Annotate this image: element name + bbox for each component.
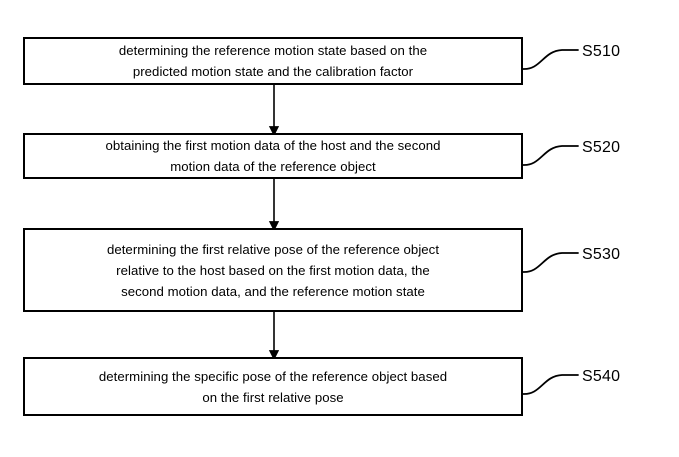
leader-line-s540: [522, 374, 579, 395]
step-label-s540: S540: [582, 368, 621, 385]
leader-line-s510: [522, 49, 579, 70]
step-text-s510: determining the reference motion state b…: [118, 43, 428, 79]
leader-line-s520: [522, 145, 579, 166]
step-label-s510: S510: [582, 43, 621, 60]
leader-line-s530: [522, 252, 579, 273]
step-label-s520: S520: [582, 139, 621, 156]
step-box-s540: determining the specific pose of the ref…: [23, 357, 523, 416]
step-label-s530: S530: [582, 246, 621, 263]
step-box-s530: determining the first relative pose of t…: [23, 228, 523, 312]
step-text-s520: obtaining the first motion data of the h…: [105, 138, 441, 174]
step-text-s530: determining the first relative pose of t…: [106, 241, 440, 299]
step-text-s540: determining the specific pose of the ref…: [98, 368, 448, 405]
step-box-s510: determining the reference motion state b…: [23, 37, 523, 85]
step-box-s520: obtaining the first motion data of the h…: [23, 133, 523, 179]
